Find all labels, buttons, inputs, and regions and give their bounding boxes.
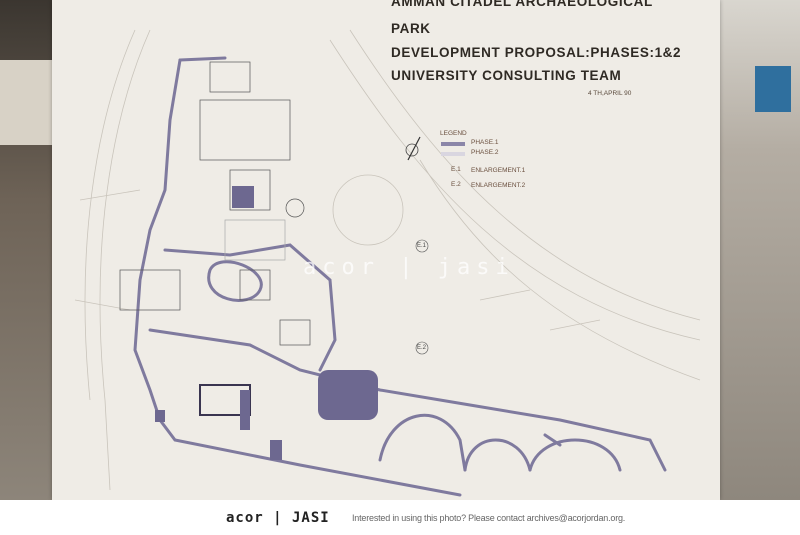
legend-phase1: PHASE.1 bbox=[471, 139, 499, 146]
legend-phase2: PHASE.2 bbox=[471, 149, 499, 156]
date-label: 4 TH,APRIL 90 bbox=[588, 90, 632, 97]
footer-bar: acor | JASI Interested in using this pho… bbox=[0, 500, 800, 535]
legend-e1-tag: E.1 bbox=[451, 166, 461, 173]
title-line-1: AMMAN CITADEL ARCHAEOLOGICAL bbox=[391, 0, 653, 9]
legend-swatch-phase1 bbox=[441, 142, 465, 146]
north-arrow-icon bbox=[405, 136, 421, 161]
title-line-3: DEVELOPMENT PROPOSAL:PHASES:1&2 bbox=[391, 45, 682, 60]
contact-note: Interested in using this photo? Please c… bbox=[352, 513, 626, 523]
legend-heading: LEGEND bbox=[440, 130, 467, 137]
map-label-e1: E.1 bbox=[417, 243, 427, 249]
watermark: acor | jasi bbox=[303, 255, 515, 280]
acor-logo: acor | JASI bbox=[226, 510, 330, 526]
legend-e2-label: ENLARGEMENT.2 bbox=[471, 182, 526, 189]
ruins bbox=[119, 61, 311, 346]
phase1-buildings bbox=[155, 186, 378, 460]
background-blue-bin bbox=[755, 66, 791, 112]
background-desk bbox=[0, 60, 55, 145]
phase1-paths bbox=[133, 56, 667, 497]
title-line-2: PARK bbox=[391, 21, 431, 36]
legend-e1-label: ENLARGEMENT.1 bbox=[471, 167, 526, 174]
map-label-e2: E.2 bbox=[417, 345, 427, 351]
legend-swatch-phase2 bbox=[441, 152, 465, 156]
site-plan-map bbox=[74, 29, 701, 497]
title-line-4: UNIVERSITY CONSULTING TEAM bbox=[391, 68, 622, 83]
legend-e2-tag: E.2 bbox=[451, 181, 461, 188]
